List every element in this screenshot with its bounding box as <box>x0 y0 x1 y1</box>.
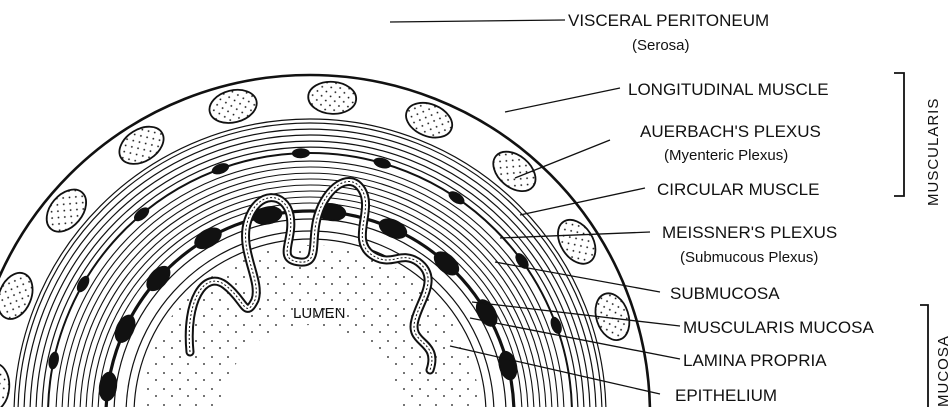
myenteric-ganglion <box>446 189 467 207</box>
label-epithelium: EPITHELIUM <box>675 386 777 405</box>
blood-vessel <box>206 85 260 128</box>
gut-wall-cross-section <box>0 75 650 407</box>
leader-auerbachs-plexus <box>515 140 610 178</box>
blood-vessel <box>307 80 357 115</box>
label-visceral-peritoneum: VISCERAL PERITONEUM <box>568 11 769 30</box>
mucosa-bracket <box>920 305 928 407</box>
label-muscularis-mucosa: MUSCULARIS MUCOSA <box>683 318 874 337</box>
label-myenteric-plexus: (Myenteric Plexus) <box>664 147 788 164</box>
blood-vessel <box>0 268 39 324</box>
serosa-outer-edge <box>0 75 650 407</box>
blood-vessel <box>486 144 543 199</box>
submucous-ganglion <box>471 296 502 331</box>
label-lumen: LUMEN <box>293 305 346 322</box>
label-circular-muscle: CIRCULAR MUSCLE <box>657 180 819 199</box>
label-longitudinal-muscle: LONGITUDINAL MUSCLE <box>628 80 829 99</box>
myenteric-ganglion <box>292 148 310 159</box>
myenteric-ganglion <box>372 156 392 171</box>
label-lamina-propria: LAMINA PROPRIA <box>683 351 827 370</box>
group-label-mucosa: MUCOSA <box>935 335 949 407</box>
leader-longitudinal-muscle <box>505 88 620 112</box>
blood-vessel <box>39 182 94 239</box>
myenteric-ganglion <box>210 161 230 177</box>
brackets <box>894 73 928 407</box>
blood-vessel <box>0 362 11 407</box>
muscularis-bracket <box>894 73 904 196</box>
label-auerbachs-plexus: AUERBACH'S PLEXUS <box>640 122 821 141</box>
label-serosa: (Serosa) <box>632 37 690 54</box>
myenteric-ganglion <box>74 274 92 295</box>
label-meissners-plexus: MEISSNER'S PLEXUS <box>662 223 837 242</box>
label-submucosa: SUBMUCOSA <box>670 284 780 303</box>
leader-visceral-peritoneum <box>390 20 565 22</box>
leader-epithelium <box>450 346 660 394</box>
group-label-muscularis: MUSCULARIS <box>925 98 942 206</box>
submucous-ganglion <box>191 223 226 254</box>
label-submucous-plexus: (Submucous Plexus) <box>680 249 818 266</box>
